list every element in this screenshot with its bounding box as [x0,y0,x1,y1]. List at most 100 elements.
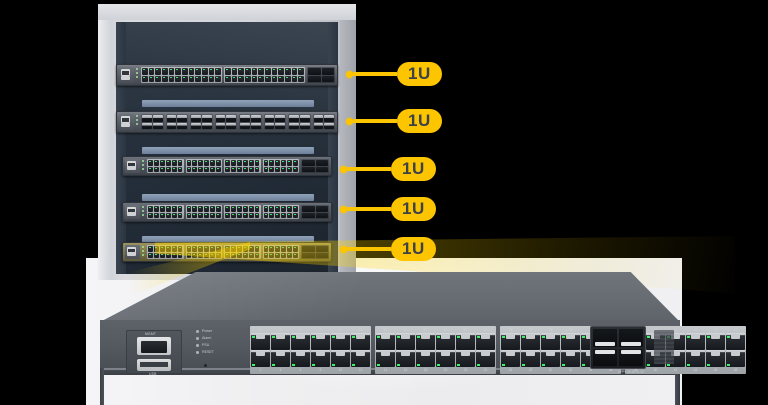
rj45-port[interactable] [331,333,350,350]
status-leds [142,206,146,218]
rj45-port[interactable] [291,350,310,367]
rj45-port[interactable] [416,333,435,350]
callout-dot-icon [340,245,347,253]
sfp-plus-port[interactable] [619,329,643,347]
rj45-port[interactable] [706,333,725,350]
rj45-port[interactable] [436,333,455,350]
rj45-port[interactable] [521,350,540,367]
rj45-port[interactable] [561,350,580,367]
rj45-port[interactable] [376,350,395,367]
rj45-port[interactable] [351,350,370,367]
sfp-uplink-bank [301,205,329,219]
rj45-port[interactable] [476,333,495,350]
rj45-port[interactable] [686,350,705,367]
callout-1u-3[interactable]: 1U [340,155,436,183]
sfp-plus-port[interactable] [619,348,643,366]
callout-dot-icon [346,70,353,78]
rj45-port[interactable] [521,333,540,350]
badge-1u: 1U [391,197,436,221]
featured-1u-switch[interactable]: MGMT USB Power Alarm PSU RESET 1 [100,272,746,405]
rack-switch-1[interactable] [116,64,338,86]
sfp-plus-uplink-bank [590,326,646,369]
rack-switch-3[interactable] [122,156,332,176]
rj45-port[interactable] [271,333,290,350]
rack-shelf [142,147,314,154]
fiber-port-group [239,114,262,130]
vent-grille [654,330,674,364]
port-number-row-top: 1 3 5 7 9 11 [259,328,363,332]
mgmt-port-icon [125,245,140,259]
callout-leader-line [347,207,391,211]
rj45-port[interactable] [726,350,745,367]
port-group [224,205,261,219]
fiber-port-group [165,114,188,130]
port-row-upper [376,333,495,350]
rack-switch-5-highlighted[interactable] [122,242,332,262]
led-alarm: Alarm [196,336,242,340]
callout-1u-1[interactable]: 1U [346,60,442,88]
rj45-port[interactable] [396,350,415,367]
sfp-plus-port[interactable] [593,348,617,366]
callout-1u-5[interactable]: 1U [340,235,436,263]
fiber-port-group [288,114,311,130]
callout-leader-line [353,119,397,123]
port-number-row-bottom: 38 40 42 44 46 48 [633,368,738,372]
status-led-column: Power Alarm PSU [196,329,242,350]
sfp-uplink-bank [307,67,335,83]
rj45-port[interactable] [456,333,475,350]
reset-button[interactable] [204,364,207,367]
callout-leader-line [353,72,397,76]
rack-switch-2[interactable] [116,111,338,133]
port-group [185,205,222,219]
rack-top-panel [98,4,356,20]
sfp-plus-port[interactable] [593,329,617,347]
rj45-port[interactable] [501,350,520,367]
rj45-port[interactable] [416,350,435,367]
sfp-bank-label: SFP+ 49 50 51 52 [618,370,644,374]
rj45-port[interactable] [311,333,330,350]
rj45-port[interactable] [311,350,330,367]
rj45-port[interactable] [456,350,475,367]
rj45-port[interactable] [271,350,290,367]
rj45-port[interactable] [726,333,745,350]
mgmt-port-icon [125,205,140,219]
rj45-port[interactable] [686,333,705,350]
rj45-port[interactable] [541,333,560,350]
rj45-port[interactable] [291,333,310,350]
port-row-upper [251,333,370,350]
port-area [147,245,329,259]
rj45-port[interactable] [396,333,415,350]
port-area [141,114,335,130]
mgmt-rj45-port[interactable] [137,337,171,355]
led-dot-icon [196,329,199,333]
reset-label-group: RESET [196,350,214,354]
rj45-port[interactable] [331,350,350,367]
mgmt-port-icon [125,159,140,173]
rj45-port[interactable] [501,333,520,350]
rj45-port[interactable] [476,350,495,367]
rj45-port[interactable] [541,350,560,367]
rj45-port[interactable] [436,350,455,367]
port-group [224,245,261,259]
badge-1u: 1U [391,157,436,181]
callout-1u-2[interactable]: 1U [346,107,442,135]
usb-port[interactable] [137,359,171,371]
rack-switch-4[interactable] [122,202,332,222]
callout-dot-icon [340,165,347,173]
switch-right-edge [675,368,680,405]
rj45-port[interactable] [376,333,395,350]
rj45-port[interactable] [251,333,270,350]
rj45-port[interactable] [561,333,580,350]
rj45-port[interactable] [251,350,270,367]
port-area [147,205,329,219]
switch-front-panel: MGMT USB Power Alarm PSU RESET 1 [100,320,746,405]
mgmt-port-icon [119,114,134,130]
rj45-port[interactable] [706,350,725,367]
port-number-row-bottom: 2 4 6 8 10 12 [259,368,363,372]
callout-1u-4[interactable]: 1U [340,195,436,223]
fiber-port-group [141,114,164,130]
port-number-row-bottom: 14 16 18 20 22 24 [383,368,488,372]
rj45-port[interactable] [351,333,370,350]
rack-shelf [142,194,314,201]
